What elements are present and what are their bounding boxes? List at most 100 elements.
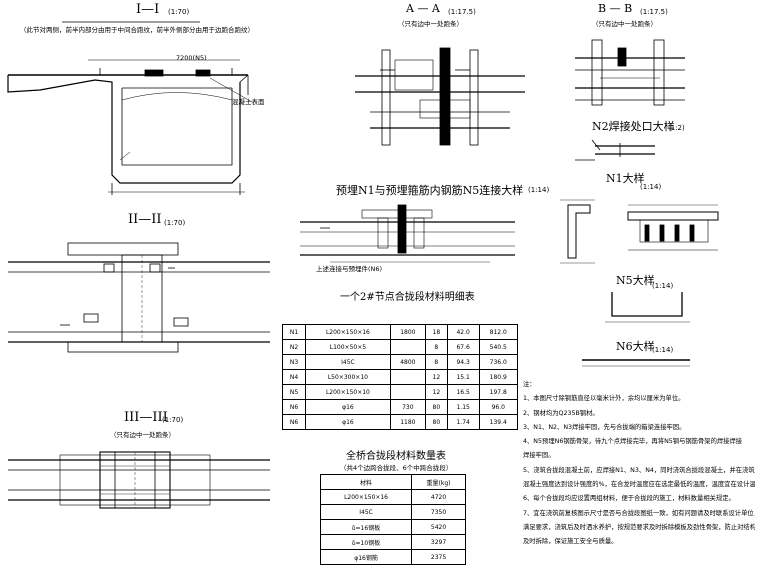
weld-detail-drawing xyxy=(575,139,655,161)
note-item: 焊接牢固。 xyxy=(523,452,555,460)
n6-detail-title: N6大样 xyxy=(616,340,655,353)
table-cell xyxy=(389,369,426,385)
section-1-dim: 7200(N5) xyxy=(176,54,207,62)
section-2-title: II—II xyxy=(128,212,162,227)
table-cell: 16.5 xyxy=(446,384,480,400)
weld-detail-title: N2焊接处口大样 xyxy=(592,120,675,133)
table-cell: 139.4 xyxy=(478,414,519,430)
table-cell: 96.0 xyxy=(478,399,519,415)
table-cell: I45C xyxy=(305,354,391,370)
section-1-drawing xyxy=(7,21,253,195)
table-cell: N1 xyxy=(281,324,307,340)
section-a-title: A — A xyxy=(406,2,440,15)
table-header-cell: 材料 xyxy=(319,474,413,490)
n6-detail-scale: (1:14) xyxy=(652,346,674,354)
table-cell: 80 xyxy=(424,399,448,415)
table-cell: 12 xyxy=(424,384,448,400)
connection-detail-drawing xyxy=(300,204,515,263)
note-item: 5、浇筑合拢段混凝土前，应焊接N1、N3、N4，同时浇筑合拢段混凝土，并在浇筑完… xyxy=(523,466,755,474)
n6-detail-drawing xyxy=(582,359,690,367)
section-3-drawing xyxy=(8,451,270,509)
general-notes: 注： 1、本图尺寸除钢筋直径以毫米计外，余均以厘米为单位。 2、钢材均为Q235… xyxy=(523,378,755,550)
table-cell: 12 xyxy=(424,369,448,385)
table-cell: 18 xyxy=(424,324,448,340)
table-cell: L200×150×16 xyxy=(305,324,391,340)
table-cell: 730 xyxy=(389,399,426,415)
table-cell: L200×150×10 xyxy=(305,384,391,400)
table-cell: 1.15 xyxy=(446,399,480,415)
table-cell: 94.3 xyxy=(446,354,480,370)
note-item: 混凝土强度达到设计强度的%，在合龙时温度应在选定最低的温度，温度宜在设计温度±2… xyxy=(523,481,755,489)
table-cell: N2 xyxy=(281,339,307,355)
table-2-title: 全桥合拢段材料数量表 xyxy=(346,451,446,462)
section-a-drawing xyxy=(355,47,525,146)
table-cell: 8 xyxy=(424,339,448,355)
table-cell: φ16 xyxy=(305,399,391,415)
section-b-title: B — B xyxy=(598,2,633,15)
section-a-note: （只有边中一处跑条） xyxy=(398,20,463,28)
section-2-scale: (1:70) xyxy=(164,219,186,227)
table-header-row: 材料重量(kg) xyxy=(319,474,466,490)
table-cell: 197.8 xyxy=(478,384,519,400)
table-1-title: 一个2#节点合拢段材料明细表 xyxy=(340,292,475,303)
connection-detail-title: 预埋N1与预埋箍筋内钢筋N5连接大样 xyxy=(336,184,524,197)
table-cell: φ16钢筋 xyxy=(319,549,413,565)
table-cell: 80 xyxy=(424,414,448,430)
note-item: 2、钢材均为Q235B钢材。 xyxy=(523,409,599,417)
table-header-cell: 重量(kg) xyxy=(411,474,466,490)
section-3-scale: (1:70) xyxy=(162,416,184,424)
connection-detail-note: 上述连接与预埋件(N6) xyxy=(316,265,383,273)
n1-detail-scale: (1:14) xyxy=(640,183,662,191)
table-cell: 2375 xyxy=(411,549,466,565)
table-cell: φ16 xyxy=(305,414,391,430)
weld-detail-scale: (1:2) xyxy=(668,124,685,132)
table-cell: δ=10钢板 xyxy=(319,534,413,550)
section-1-title: I—I xyxy=(136,2,160,17)
table-cell: 1800 xyxy=(389,324,426,340)
table-cell: δ=16钢板 xyxy=(319,519,413,535)
n5-detail-title: N5大样 xyxy=(616,274,655,287)
table-cell: 5420 xyxy=(411,519,466,535)
n1-detail-drawing xyxy=(560,199,719,264)
section-b-drawing xyxy=(575,39,685,106)
table-cell: 180.9 xyxy=(478,369,519,385)
connection-detail-scale: (1:14) xyxy=(528,186,550,194)
table-cell: 42.0 xyxy=(446,324,480,340)
table-cell: 812.0 xyxy=(478,324,519,340)
n1-detail-title: N1大样 xyxy=(606,172,645,185)
n5-detail-drawing xyxy=(605,292,690,323)
table-cell: 3297 xyxy=(411,534,466,550)
table-cell: N3 xyxy=(281,354,307,370)
section-a-scale: (1:17.5) xyxy=(448,8,476,16)
section-2-drawing xyxy=(8,242,270,353)
table-cell: N6 xyxy=(281,399,307,415)
table-cell: 67.6 xyxy=(446,339,480,355)
section-1-scale: (1:70) xyxy=(168,8,190,16)
table-cell: L100×50×5 xyxy=(305,339,391,355)
table-cell: L200×150×16 xyxy=(319,489,413,505)
table-2-subtitle: （共4个边跨合拢段、6个中跨合拢段） xyxy=(340,464,453,472)
section-3-title: III—III xyxy=(124,410,168,425)
section-b-scale: (1:17.5) xyxy=(640,8,668,16)
note-item: 及时拆除，保证施工安全与质量。 xyxy=(523,538,618,546)
table-cell: 7350 xyxy=(411,504,466,520)
table-cell: 8 xyxy=(424,354,448,370)
table-cell: 540.5 xyxy=(478,339,519,355)
note-item: 满足要求，浇筑后及时洒水养护，按规范要求及时拆除模板及劲性骨架，防止对结构造成损… xyxy=(523,523,755,531)
section-b-note: （只有边中一处跑条） xyxy=(592,20,657,28)
note-item: 3、N1、N2、N3焊接牢固，先与合拢端的箱梁连接牢固。 xyxy=(523,423,686,431)
table-cell: 4720 xyxy=(411,489,466,505)
